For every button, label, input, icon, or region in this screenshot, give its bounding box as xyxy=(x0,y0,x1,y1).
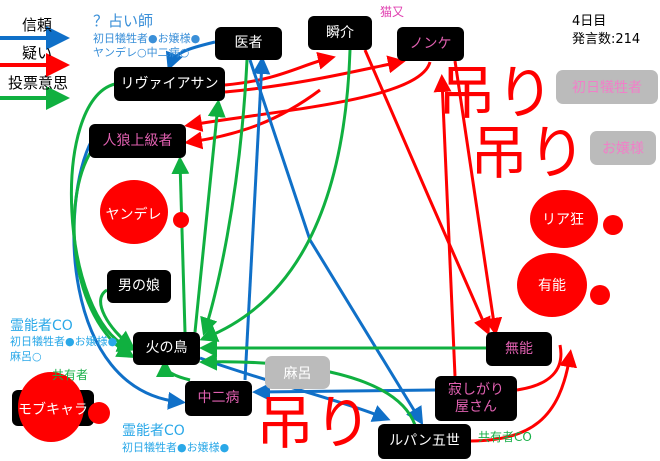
arrow-trust xyxy=(243,56,271,381)
cat-label: 猫又 xyxy=(380,5,405,19)
node-chuunibyou[interactable]: 中二病 xyxy=(185,381,252,416)
day-label: 4日目 xyxy=(572,14,607,29)
seer-title: ？占い師 xyxy=(93,12,154,30)
arrow-doubt xyxy=(224,51,336,87)
arrow-vote xyxy=(199,49,352,342)
arrow-doubt xyxy=(453,60,503,336)
arrow-vote xyxy=(156,359,191,382)
arrow-vote xyxy=(171,156,190,333)
arrow-doubt xyxy=(516,344,563,392)
arrow-doubt xyxy=(184,61,432,132)
node-lupin[interactable]: ルパン五世 xyxy=(378,424,471,459)
hang-label: 吊り xyxy=(438,59,555,127)
dead-ojousama[interactable]: お嬢様 xyxy=(590,131,656,165)
node-nonke[interactable]: ノンケ xyxy=(397,27,464,61)
blood-splatter xyxy=(517,253,587,317)
dead-yandere[interactable]: ヤンデレ xyxy=(105,206,162,223)
arrow-doubt xyxy=(224,55,406,94)
arrow-vote xyxy=(199,352,417,426)
arrow-doubt xyxy=(363,49,491,336)
post-count: 発言数:214 xyxy=(572,32,641,47)
node-sabishigari[interactable]: 寂しがり屋さん xyxy=(435,376,517,421)
node-shunsuke[interactable]: 瞬介 xyxy=(308,16,372,50)
seer-result-1: 初日犠牲者●お嬢様● xyxy=(93,32,201,45)
arrow-trust xyxy=(252,382,436,401)
sharer-co-label: 共有者CO xyxy=(478,430,532,444)
seer-result-2: ヤンデレ○中二病○ xyxy=(93,46,190,59)
dead-mobchara[interactable]: モブキャラ xyxy=(18,401,88,418)
node-wolf-expert[interactable]: 人狼上級者 xyxy=(89,124,186,158)
blood-splatter xyxy=(530,190,598,248)
blood-splatter xyxy=(88,402,110,424)
legend-trust-label: 信頼 xyxy=(22,16,53,34)
medium-co-result-2-1: 初日犠牲者●お嬢様● xyxy=(122,441,230,454)
sharer-label: 共有者 xyxy=(52,368,89,382)
arrow-vote xyxy=(69,82,136,352)
arrow-trust xyxy=(199,356,391,422)
legend-doubt-label: 疑い xyxy=(22,44,53,62)
arrow-vote xyxy=(193,99,226,333)
dead-maro[interactable]: 麻呂 xyxy=(265,356,330,389)
node-munou[interactable]: 無能 xyxy=(486,332,552,366)
arrow-vote xyxy=(200,59,249,336)
blood-splatter xyxy=(100,180,168,244)
medium-co-result-2: 麻呂○ xyxy=(10,350,42,363)
dead-riajuu[interactable]: リア狂 xyxy=(542,211,584,228)
hang-label: 吊り xyxy=(470,119,587,187)
blood-splatter xyxy=(603,215,623,235)
arrow-doubt xyxy=(433,74,457,377)
arrow-doubt xyxy=(470,349,578,443)
arrow-vote xyxy=(99,288,135,349)
medium-co-title-2: 霊能者CO xyxy=(122,423,185,439)
node-hinotori[interactable]: 火の鳥 xyxy=(133,332,200,365)
node-doctor[interactable]: 医者 xyxy=(215,27,282,60)
medium-co-title: 霊能者CO xyxy=(10,318,73,334)
legend-vote-label: 投票意思 xyxy=(8,74,69,92)
blood-splatter xyxy=(18,372,84,442)
arrow-trust xyxy=(165,40,216,71)
arrow-vote xyxy=(72,149,136,359)
medium-co-result-1: 初日犠牲者●お嬢様● xyxy=(10,335,118,348)
hang-label: 吊り xyxy=(256,389,373,457)
blood-splatter xyxy=(173,212,189,228)
node-leviathan[interactable]: リヴァイアサン xyxy=(114,67,225,101)
node-otoko-no-ko[interactable]: 男の娘 xyxy=(107,270,171,303)
dead-first-victim[interactable]: 初日犠牲者 xyxy=(556,70,658,104)
blood-splatter xyxy=(590,285,610,305)
dead-yuunou[interactable]: 有能 xyxy=(538,277,566,294)
